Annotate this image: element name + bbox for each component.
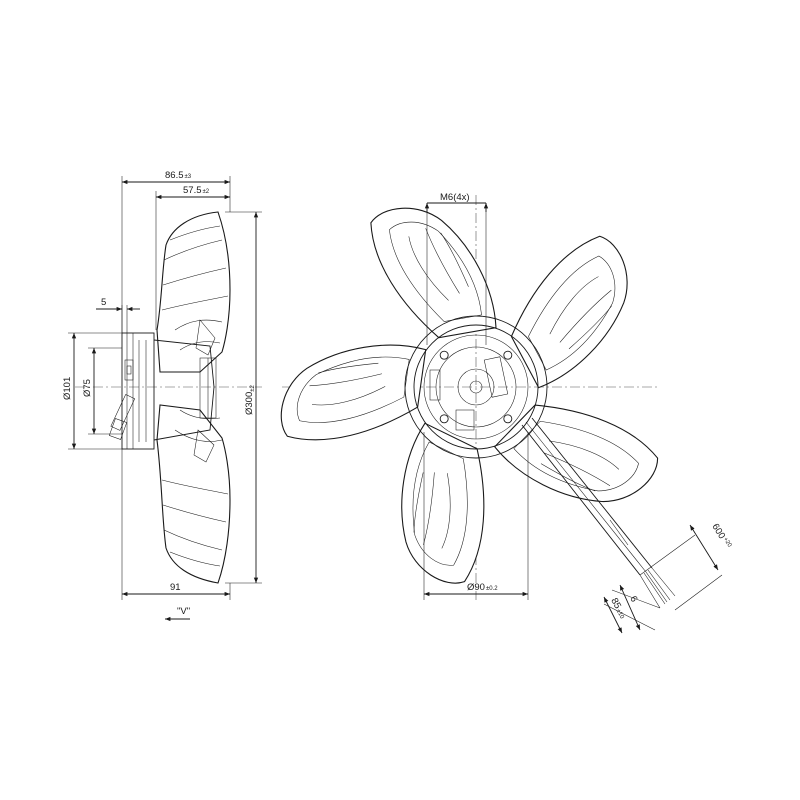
front-view: M6(4x) Ø90±0.2 600+20 6 85±10 bbox=[280, 192, 733, 634]
side-hub bbox=[153, 339, 215, 441]
blade-2 bbox=[510, 235, 628, 389]
bolt-1 bbox=[503, 414, 513, 424]
mounting-bolts bbox=[439, 350, 513, 424]
dim-86-5: 86.5±3 bbox=[165, 170, 192, 181]
side-blade-lower bbox=[156, 404, 231, 584]
dim-6: 6 bbox=[627, 594, 639, 604]
blade-1 bbox=[370, 207, 497, 339]
dim-dia-90: Ø90±0.2 bbox=[467, 582, 498, 593]
terminal-box bbox=[455, 409, 475, 431]
blade-5 bbox=[280, 344, 427, 441]
blade-3 bbox=[493, 404, 659, 503]
dim-dia-300: Ø300±2 bbox=[244, 384, 256, 415]
dim-600: 600+20 bbox=[709, 522, 733, 551]
bolt-4 bbox=[503, 350, 513, 360]
hub-outer bbox=[404, 315, 548, 459]
bolt-3 bbox=[439, 350, 449, 360]
bolt-2 bbox=[439, 414, 449, 424]
dim-dia-75: Ø75 bbox=[82, 379, 93, 397]
side-blade-upper bbox=[156, 211, 231, 373]
dim-57-5: 57.5±2 bbox=[183, 185, 210, 196]
motor-flange bbox=[108, 332, 155, 450]
cable-bundle bbox=[521, 417, 676, 609]
blade-4 bbox=[401, 422, 485, 584]
dim-91: 91 bbox=[170, 582, 181, 593]
side-view: Ø300±2 Ø101 Ø75 5 86.5±3 57.5±2 9 bbox=[62, 170, 262, 622]
impeller-blades bbox=[280, 207, 659, 584]
view-label: "V" bbox=[177, 606, 190, 617]
dim-dia-101: Ø101 bbox=[62, 377, 73, 400]
label-plate bbox=[483, 356, 509, 398]
dim-flange-5: 5 bbox=[101, 297, 106, 308]
dim-m6: M6(4x) bbox=[440, 192, 470, 203]
dim-85: 85±10 bbox=[608, 596, 628, 621]
